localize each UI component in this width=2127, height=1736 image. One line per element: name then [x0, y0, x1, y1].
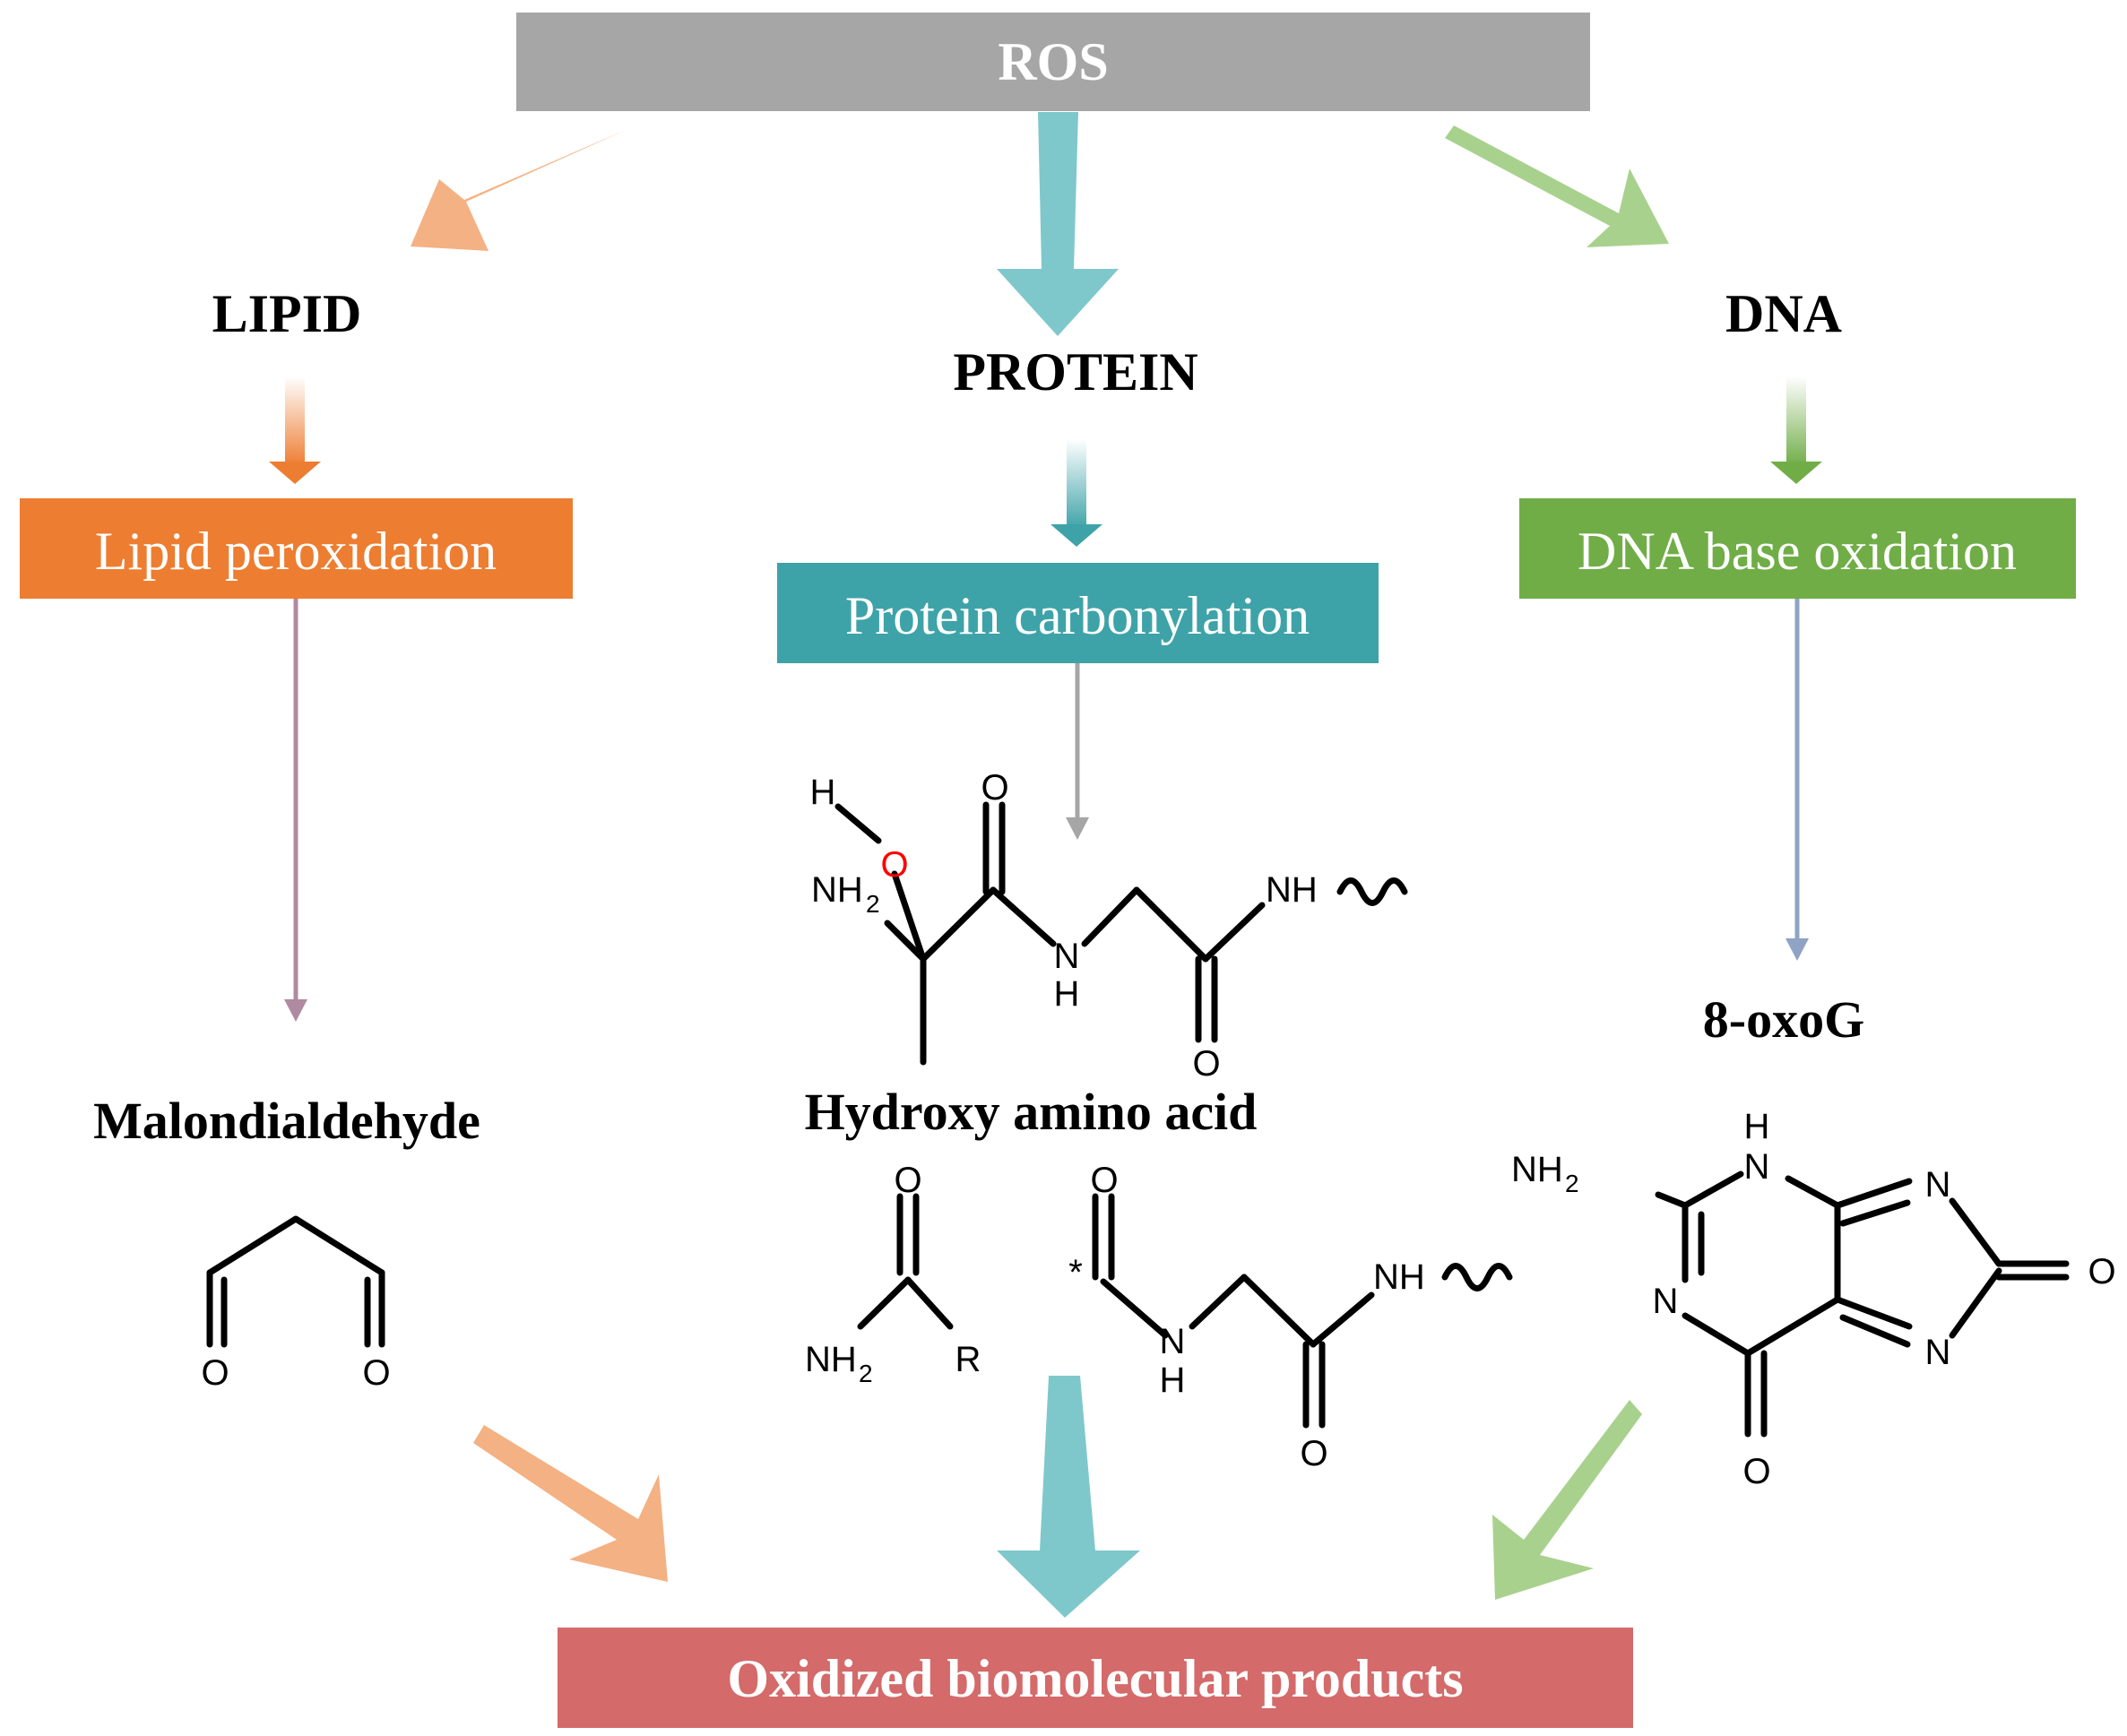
atom-n: N	[1653, 1282, 1679, 1321]
lipid-label: LIPID	[212, 284, 362, 343]
atom-n: N	[1925, 1165, 1951, 1205]
protein-to-final-arrow	[997, 1376, 1140, 1618]
protein-down-arrow	[1051, 439, 1102, 547]
atom-o: O	[1090, 1161, 1118, 1200]
ros-to-protein-arrow	[997, 112, 1119, 336]
atom-sub-2: 2	[1565, 1170, 1579, 1197]
mda-to-final-arrow	[473, 1425, 668, 1582]
hydroxy-amino-acid-label: Hydroxy amino acid	[805, 1083, 1258, 1141]
protein-carbonylation-label: Protein carbonylation	[845, 586, 1310, 645]
atom-sub-2: 2	[859, 1360, 873, 1387]
ros-to-dna-arrow	[1445, 125, 1669, 247]
hydroxy-amino-acid-structure: H O NH 2 O N H O NH	[810, 768, 1408, 1084]
atom-r: R	[955, 1340, 981, 1379]
dna-to-8oxog-arrow	[1785, 599, 1809, 961]
lipid-down-arrow	[269, 376, 321, 484]
lipid-peroxidation-box	[20, 498, 573, 599]
atom-h: H	[810, 773, 836, 812]
atom-h: H	[1744, 1107, 1770, 1146]
amide-structure: O NH 2 R	[805, 1161, 981, 1387]
ros-box	[516, 13, 1590, 111]
asterisk-mark: *	[1068, 1253, 1083, 1292]
malondialdehyde-label: Malondialdehyde	[93, 1092, 480, 1150]
atom-o: O	[2088, 1252, 2115, 1291]
atom-nh: NH	[1266, 870, 1318, 910]
atom-o: O	[362, 1353, 390, 1393]
atom-n: N	[1744, 1147, 1770, 1187]
atom-o: O	[894, 1161, 921, 1200]
atom-o: O	[1192, 1044, 1220, 1084]
atom-o: O	[201, 1353, 229, 1393]
dna-down-arrow	[1770, 376, 1822, 484]
oxidized-products-label: Oxidized biomolecular products	[727, 1649, 1463, 1708]
dna-label: DNA	[1725, 284, 1842, 343]
atom-o: O	[1300, 1434, 1327, 1473]
protein-label: PROTEIN	[953, 342, 1198, 402]
protein-to-hydroxy-arrow	[1066, 663, 1089, 840]
dna-base-oxidation-label: DNA base oxidation	[1578, 522, 2017, 581]
atom-n: N	[1160, 1322, 1186, 1361]
malondialdehyde-structure: O O	[201, 1215, 391, 1393]
atom-h: H	[1160, 1360, 1186, 1400]
atom-nh: NH	[811, 870, 863, 910]
atom-nh: NH	[1373, 1257, 1425, 1297]
lipid-to-mda-arrow	[284, 599, 307, 1022]
atom-nh: NH	[805, 1340, 857, 1379]
atom-o-red: O	[880, 845, 908, 885]
atom-sub-2: 2	[866, 890, 880, 918]
atom-o: O	[1742, 1452, 1770, 1491]
atom-h: H	[1054, 974, 1080, 1014]
oxidized-products-box	[558, 1628, 1633, 1728]
atom-nh: NH	[1511, 1150, 1563, 1189]
lipid-peroxidation-label: Lipid peroxidation	[95, 522, 497, 581]
8-oxog-structure: NH 2 H N N O N N O	[1511, 1107, 2116, 1491]
carbonyl-peptide-structure: O * N H O NH	[1068, 1161, 1513, 1473]
ros-to-lipid-arrow	[411, 130, 626, 251]
8-oxog-label: 8-oxoG	[1703, 990, 1864, 1049]
atom-o: O	[981, 768, 1008, 808]
atom-n: N	[1054, 937, 1080, 976]
ros-label: ROS	[998, 32, 1108, 91]
8oxog-to-final-arrow	[1492, 1400, 1642, 1600]
dna-base-oxidation-box	[1519, 498, 2076, 599]
protein-carbonylation-box	[777, 563, 1379, 663]
atom-n: N	[1925, 1333, 1951, 1372]
